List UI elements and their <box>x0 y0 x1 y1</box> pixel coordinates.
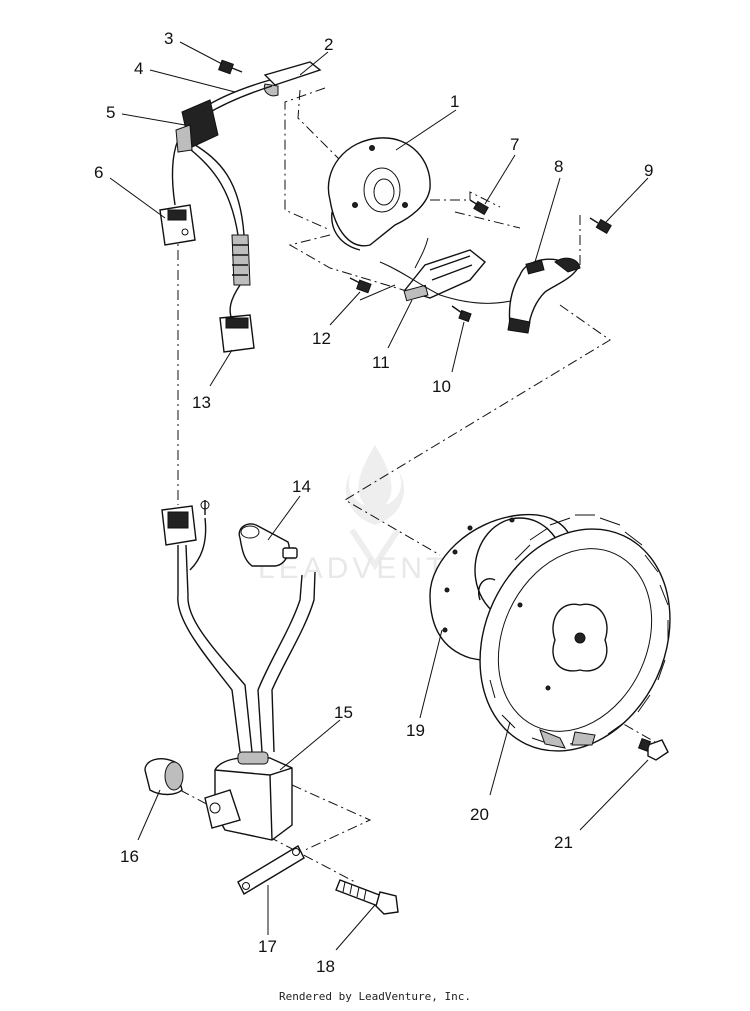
callout-15: 15 <box>334 703 353 722</box>
connector-6 <box>159 204 196 246</box>
ground-strap <box>237 845 305 895</box>
callout-12: 12 <box>312 329 331 348</box>
ignition-coil <box>204 751 293 841</box>
leadventure-v-icon <box>349 528 401 571</box>
callout-13: 13 <box>192 393 211 412</box>
leadventure-flame-icon <box>345 445 405 525</box>
stator-plate <box>327 137 431 251</box>
callout-8: 8 <box>554 157 563 176</box>
callout-4: 4 <box>134 59 143 78</box>
callout-5: 5 <box>106 103 115 122</box>
alignment-lines <box>177 87 656 883</box>
callout-10: 10 <box>432 377 451 396</box>
callout-3: 3 <box>164 29 173 48</box>
callout-14: 14 <box>292 477 311 496</box>
wire-clamp <box>263 61 322 97</box>
lower-connector <box>161 500 316 753</box>
spark-plug-cap <box>238 523 298 567</box>
callout-17: 17 <box>258 937 277 956</box>
callout-19: 19 <box>406 721 425 740</box>
charge-coil <box>359 237 516 304</box>
screw-9 <box>589 217 612 235</box>
harness-boot <box>175 99 219 153</box>
cooling-fan <box>479 514 671 752</box>
callout-2: 2 <box>324 35 333 54</box>
callout-11: 11 <box>372 353 390 372</box>
connector-13 <box>219 234 255 353</box>
callout-16: 16 <box>120 847 139 866</box>
leader-lines <box>109 41 649 951</box>
callout-18: 18 <box>316 957 335 976</box>
callout-7: 7 <box>510 135 519 154</box>
screw-10 <box>451 305 472 323</box>
bolt-18 <box>335 879 399 915</box>
callout-21: 21 <box>554 833 573 852</box>
footer-credit: Rendered by LeadVenture, Inc. <box>278 990 472 1003</box>
fan-fins <box>489 514 669 749</box>
flywheel-bolt <box>637 737 669 761</box>
screw-7 <box>469 199 489 216</box>
screw-12 <box>349 277 372 294</box>
spacer-collar <box>144 758 184 796</box>
callout-20: 20 <box>470 805 489 824</box>
screw-3 <box>218 59 243 75</box>
callout-1: 1 <box>450 92 459 111</box>
pulser-coil <box>507 257 581 334</box>
callout-9: 9 <box>644 161 653 180</box>
callout-numbers: 1 2 3 4 5 6 7 8 9 10 11 12 13 14 15 16 1… <box>94 29 653 976</box>
callout-6: 6 <box>94 163 103 182</box>
